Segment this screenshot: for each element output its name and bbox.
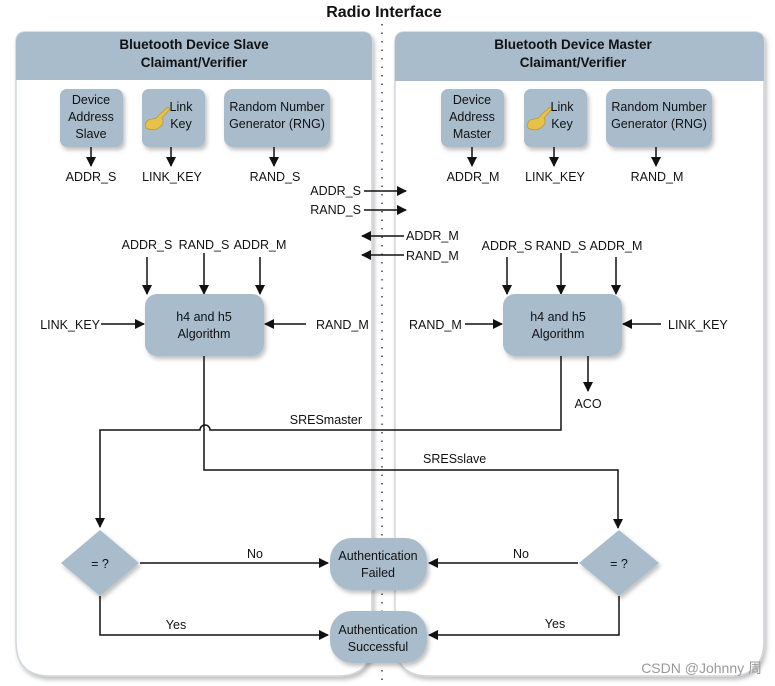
svg-text:Master: Master	[453, 127, 491, 141]
slave-h4-h5-algorithm-box: h4 and h5 Algorithm	[145, 294, 264, 356]
svg-text:Authentication: Authentication	[338, 549, 417, 563]
master-link-key-box: Link Key	[524, 89, 587, 147]
key-icon	[527, 106, 553, 131]
master-aco-label: ACO	[574, 397, 601, 411]
slave-rng-box: Random Number Generator (RNG)	[224, 89, 330, 147]
svg-text:Device: Device	[453, 93, 491, 107]
master-no-label: No	[513, 547, 529, 561]
slave-alg-input-rand-s: RAND_S	[179, 238, 230, 252]
svg-text:Authentication: Authentication	[338, 623, 417, 637]
master-alg-input-link-key: LINK_KEY	[668, 318, 728, 332]
master-rng-box: Random Number Generator (RNG)	[606, 89, 712, 147]
svg-text:Key: Key	[551, 117, 573, 131]
svg-text:Generator (RNG): Generator (RNG)	[229, 117, 325, 131]
slave-rand-s-label: RAND_S	[250, 170, 301, 184]
master-h4-h5-algorithm-box: h4 and h5 Algorithm	[503, 294, 622, 356]
svg-text:Address: Address	[449, 110, 495, 124]
svg-text:h4 and h5: h4 and h5	[530, 310, 586, 324]
slave-link-key-label: LINK_KEY	[142, 170, 202, 184]
exchange-addr-m-label: ADDR_M	[406, 229, 459, 243]
slave-yes-branch	[99, 596, 329, 640]
master-addr-m-label: ADDR_M	[447, 170, 500, 184]
slave-alg-input-addr-m: ADDR_M	[234, 238, 287, 252]
authentication-failed-box: Authentication Failed	[330, 538, 427, 590]
svg-text:= ?: = ?	[610, 557, 628, 571]
slave-yes-label: Yes	[166, 618, 186, 632]
slave-alg-input-addr-s: ADDR_S	[122, 238, 173, 252]
key-icon	[145, 106, 171, 131]
master-header-line1: Bluetooth Device Master	[494, 37, 652, 52]
master-yes-branch	[428, 596, 620, 640]
svg-text:Device: Device	[72, 93, 110, 107]
slave-alg-input-link-key: LINK_KEY	[40, 318, 100, 332]
authentication-successful-box: Authentication Successful	[330, 611, 427, 663]
svg-text:h4 and h5: h4 and h5	[176, 310, 232, 324]
exchange-rand-s-label: RAND_S	[310, 203, 361, 217]
svg-text:Link: Link	[170, 100, 194, 114]
master-yes-label: Yes	[545, 617, 565, 631]
master-rand-m-label: RAND_M	[631, 170, 684, 184]
sres-master-line	[95, 356, 562, 528]
slave-device-address-box: Device Address Slave	[60, 89, 123, 147]
slave-header-line2: Claimant/Verifier	[141, 55, 248, 70]
svg-text:Random Number: Random Number	[611, 100, 706, 114]
slave-compare-diamond: = ?	[61, 530, 139, 596]
watermark: CSDN @Johnny 周	[641, 660, 762, 676]
slave-addr-s-label: ADDR_S	[66, 170, 117, 184]
svg-text:Algorithm: Algorithm	[532, 327, 585, 341]
master-header-line2: Claimant/Verifier	[520, 55, 627, 70]
slave-no-label: No	[247, 547, 263, 561]
master-device-address-box: Device Address Master	[441, 89, 504, 147]
sres-slave-label: SRESslave	[423, 452, 486, 466]
master-alg-input-addr-m: ADDR_M	[590, 239, 643, 253]
master-panel-header	[395, 32, 764, 81]
master-alg-input-rand-m: RAND_M	[409, 318, 462, 332]
master-alg-input-rand-s: RAND_S	[536, 239, 587, 253]
sres-master-label: SRESmaster	[290, 413, 362, 427]
slave-panel-header	[16, 32, 372, 80]
master-compare-diamond: = ?	[579, 530, 659, 596]
svg-text:Link: Link	[551, 100, 575, 114]
exchange-addr-s-label: ADDR_S	[310, 184, 361, 198]
master-alg-input-addr-s: ADDR_S	[482, 239, 533, 253]
svg-text:Slave: Slave	[75, 127, 106, 141]
svg-text:Random Number: Random Number	[229, 100, 324, 114]
svg-text:Failed: Failed	[361, 566, 395, 580]
svg-text:Generator (RNG): Generator (RNG)	[611, 117, 707, 131]
svg-text:Key: Key	[170, 117, 192, 131]
sres-slave-line	[203, 356, 623, 529]
exchange-rand-m-label: RAND_M	[406, 249, 459, 263]
svg-text:Address: Address	[68, 110, 114, 124]
slave-link-key-box: Link Key	[142, 89, 205, 147]
slave-alg-input-rand-m: RAND_M	[316, 318, 369, 332]
slave-header-line1: Bluetooth Device Slave	[119, 37, 269, 52]
radio-interface-title: Radio Interface	[326, 4, 442, 21]
master-link-key-label: LINK_KEY	[525, 170, 585, 184]
svg-text:Algorithm: Algorithm	[178, 327, 231, 341]
svg-text:Successful: Successful	[348, 640, 408, 654]
svg-text:= ?: = ?	[91, 557, 109, 571]
